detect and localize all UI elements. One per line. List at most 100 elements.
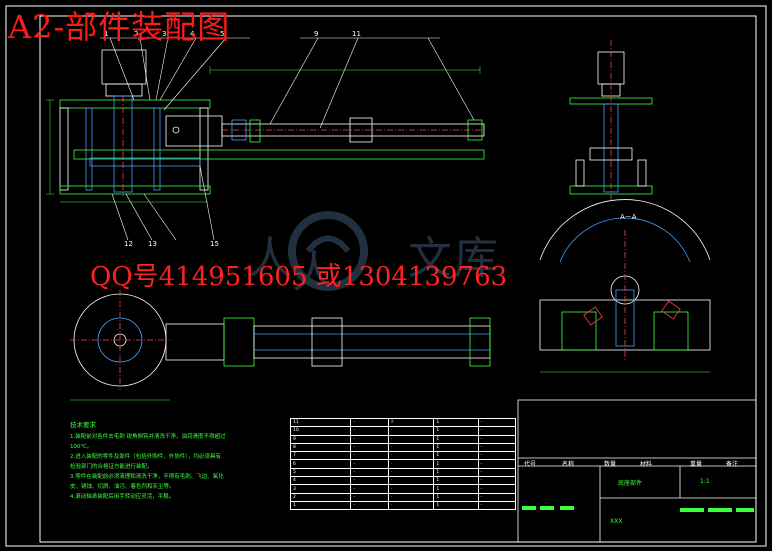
bom-cell-code: - [350,426,389,436]
bom-cell-name: - [387,500,435,511]
balloon-12: 12 [124,240,133,248]
bom-cell-no: 5 [289,467,352,478]
notes-line: 3.零件在装配前必须清理和清洗干净，不得有毛刺、飞边、氧化 [70,474,224,480]
side-view [569,40,653,200]
bom-cell-no: 9 [289,434,352,444]
title-block-assembly-name: 底座部件 [618,480,643,487]
watermark-char-2: 人 [292,247,336,298]
balloon-5: 5 [220,30,225,38]
bom-cell-name: - [387,459,435,469]
technical-notes: 技术要求 1.装配前对各件去毛刺 锐角倒钝并清洗干净，油润滑度不得超过 100℃… [70,420,280,502]
bom-cell-no: 6 [289,459,352,469]
balloon-2: 2 [134,30,139,38]
contact-overlay: QQ号414951605 或1304139763 [90,262,508,292]
bom-cell-code: - [350,476,389,486]
balloon-3: 3 [162,30,167,38]
bom-cell-qty: 1 [433,484,479,494]
bom-cell-code: - [350,459,389,469]
part-leaders [100,37,475,241]
bom-cell-mat: - [477,451,517,461]
outer-frame [5,5,767,547]
notes-line: 1.装配前对各件去毛刺 锐角倒钝并清洗干净，油润滑度不得超过 [70,434,226,440]
bom-cell-qty: 1 [433,417,479,428]
front-view-dimensions [46,66,481,203]
bom-cell-code: - [350,417,389,428]
inner-frame [39,15,757,543]
bom-cell-code: - [350,451,389,461]
bom-row: 6--1- [289,459,517,469]
bom-row: 10--1- [289,426,517,436]
bom-cell-name: - [387,442,435,453]
bom-cell-qty: 1 [433,442,479,453]
bom-cell-code: - [350,442,389,453]
bom-cell-name: - [387,467,435,478]
bom-cell-qty: 1 [433,426,479,436]
bom-row: 5--1- [289,467,517,478]
bom-cell-qty: 1 [433,500,479,511]
bom-cell-mat: - [477,484,517,494]
title-block-label-remark: 备注 [726,461,739,468]
top-view [70,290,491,401]
bom-cell-code: - [350,492,389,502]
front-view [59,49,485,196]
bom-cell-mat: - [477,442,517,453]
notes-line: 皮、锈蚀、切屑、油污、着色剂和灰尘等。 [70,484,175,490]
title-block-frame [517,399,757,543]
bom-cell-mat: - [477,476,517,486]
bom-cell-code: - [350,467,389,478]
bom-cell-no: 4 [289,476,352,486]
balloon-11: 11 [352,30,361,38]
bom-cell-no: 2 [289,492,352,502]
balloon-15: 15 [210,240,219,248]
bom-cell-mat: - [477,492,517,502]
bom-cell-name: X [387,417,435,428]
title-block-scale: 1:1 [700,478,710,485]
bom-row: 8--1- [289,442,517,453]
bom-cell-mat: - [477,426,517,436]
bom-cell-mat: - [477,459,517,469]
notes-line: 4.滚动轴承装配后用手转动应灵活，平稳。 [70,494,175,500]
bom-cell-qty: 1 [433,476,479,486]
bom-cell-code: - [350,484,389,494]
balloon-1: 1 [104,30,109,38]
bom-cell-qty: 1 [433,467,479,478]
bom-cell-code: - [350,434,389,444]
bom-cell-qty: 1 [433,434,479,444]
title-block-label-material: 材料 [640,461,653,468]
drawing-title: A2-部件装配图 [8,8,231,46]
title-block-label-name: 名称 [562,461,575,468]
watermark-char-3: 文 [408,233,452,284]
bom-cell-qty: 1 [433,492,479,502]
bom-cell-name: - [387,476,435,486]
bom-row: 1--1- [289,500,517,511]
bom-cell-mat: - [477,500,517,511]
notes-line: 2.进入装配的零件及部件（包括外购件、外协件），均必须具有 [70,454,221,460]
bom-cell-name: - [387,492,435,502]
bom-cell-name: - [387,426,435,436]
title-block-label-code: 代号 [524,461,537,468]
bom-cell-name: - [387,451,435,461]
bom-cell-name: - [387,434,435,444]
bom-cell-mat: - [477,417,517,428]
bom-row: 9--1- [289,434,517,444]
bom-cell-no: 3 [289,484,352,494]
bom-row: 4--1- [289,476,517,486]
notes-line: 检验部门的合格证方能进行装配。 [70,464,153,470]
bom-cell-mat: - [477,434,517,444]
notes-line: 100℃。 [70,444,93,450]
balloon-13: 13 [148,240,157,248]
title-block-drawing-no: XXX [610,518,623,525]
title-block-label-weight: 重量 [690,461,703,468]
bom-row: 3--1- [289,484,517,494]
title-block-label-qty: 数量 [604,461,617,468]
balloon-4: 4 [190,30,195,38]
watermark-logo: 人 人 文 库 [248,196,558,306]
bom-cell-no: 7 [289,451,352,461]
bom-cell-no: 8 [289,442,352,453]
bom-cell-name: - [387,484,435,494]
section-a-a [539,199,711,373]
bom-cell-mat: - [477,467,517,478]
